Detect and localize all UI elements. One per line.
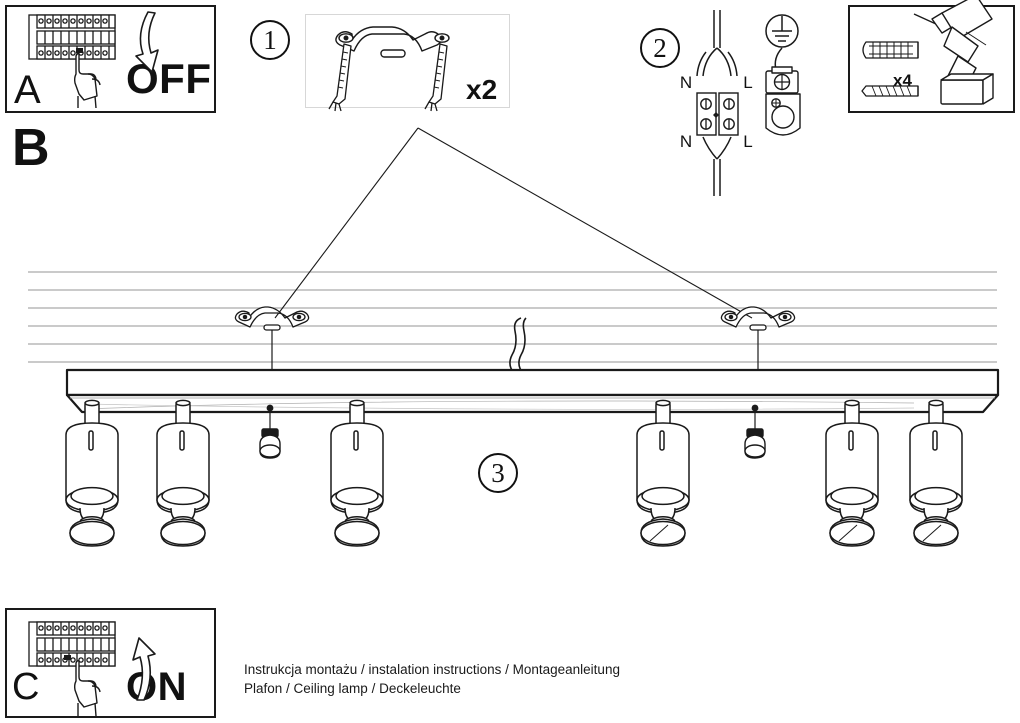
spot-head [825,399,879,547]
callout-2-number: 2 [653,32,667,63]
fixture-cable-icon [702,136,732,196]
callout-1-circle: 1 [250,20,290,60]
panel-c-label: C [12,666,40,708]
wire-label-l-bottom: L [743,132,752,151]
callout-1-quantity: x2 [466,74,498,105]
supply-cable-icon [696,10,738,77]
spot-head [636,399,690,547]
ceiling-surface [28,271,997,363]
callout-1-leader-lines [274,127,753,319]
spot-head [909,399,963,547]
earth-ground-icon [765,14,799,48]
panel-b-label: B [12,119,50,177]
arrow-down-curved-icon [135,11,159,73]
callout-3-circle: 3 [478,453,518,493]
screw-icon [861,85,919,97]
terminal-block-icon [696,92,739,136]
panel-c-action-text: ON [126,665,187,709]
mounting-bracket-icon [335,26,450,58]
loose-bulb [259,404,281,459]
ceiling-bracket-right [720,306,796,331]
caption-line-1: Instrukcja montażu / instalation instruc… [244,662,620,677]
loose-bulb [744,404,766,459]
wire-label-l-top: L [743,73,752,92]
hand-pointing-icon [73,53,101,109]
wire-label-n-top: N [680,73,692,92]
tools-quantity: x4 [893,71,912,90]
circuit-breaker-panel-icon [28,621,116,667]
spot-head-group [65,399,963,547]
wire-label-n-bottom: N [680,132,692,151]
loose-bulb-group [259,404,766,459]
screw-icon [328,43,448,112]
callout-2-circle: 2 [640,28,680,68]
spot-head [65,399,119,547]
caption-line-2: Plafon / Ceiling lamp / Deckeleuchte [244,681,461,696]
callout-3-number: 3 [491,457,505,488]
panel-a-label: A [14,68,41,112]
wall-plug-icon [862,41,919,59]
spot-head [330,399,384,547]
circuit-breaker-panel-icon [28,14,116,60]
drill-icon [913,0,994,105]
spot-head [156,399,210,547]
panel-a-action-text: OFF [126,55,212,102]
hand-pointing-icon [73,660,101,717]
ceiling-bracket-left [234,306,310,331]
screw-terminal-icon [765,66,801,136]
callout-1-number: 1 [263,24,277,55]
ceiling-lamp-bar [65,368,1000,414]
arrow-up-curved-icon [132,637,156,701]
